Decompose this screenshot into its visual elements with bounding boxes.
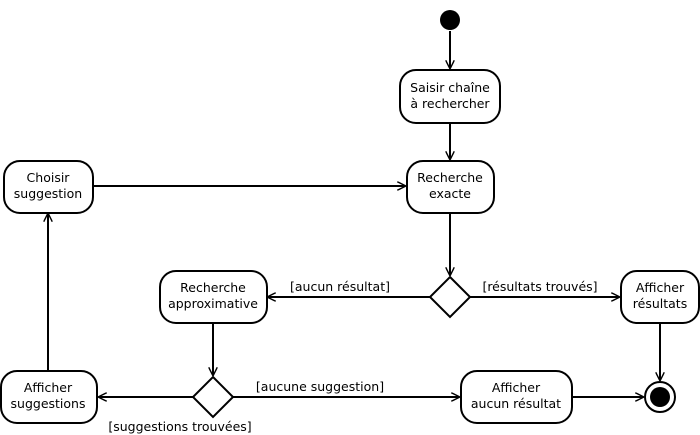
action-label-line: Afficher bbox=[492, 380, 541, 395]
action-label-line: Afficher bbox=[24, 380, 73, 395]
action-afficher-suggestions: Afficher suggestions bbox=[0, 370, 98, 424]
action-recherche-approximative: Recherche approximative bbox=[159, 270, 268, 324]
action-label-line: Recherche bbox=[417, 170, 483, 185]
action-choisir-suggestion: Choisir suggestion bbox=[3, 160, 94, 214]
action-label-line: Recherche bbox=[180, 280, 246, 295]
action-label-line: suggestions bbox=[11, 396, 86, 411]
decision-node-results bbox=[428, 275, 472, 319]
action-afficher-resultats: Afficher résultats bbox=[620, 270, 700, 324]
guard-label-suggestions-trouvees: [suggestions trouvées] bbox=[108, 419, 251, 434]
edges bbox=[48, 31, 660, 397]
action-label-line: approximative bbox=[168, 296, 258, 311]
action-saisir-chaine: Saisir chaîne à rechercher bbox=[399, 69, 501, 124]
action-label-line: résultats bbox=[633, 296, 687, 311]
final-node bbox=[644, 381, 676, 413]
action-label-line: exacte bbox=[429, 186, 471, 201]
action-label-line: Saisir chaîne bbox=[410, 80, 490, 95]
action-recherche-exacte: Recherche exacte bbox=[406, 160, 495, 214]
action-label-line: suggestion bbox=[14, 186, 82, 201]
initial-node bbox=[440, 10, 460, 30]
decision-node-suggestions bbox=[191, 375, 235, 419]
guard-label-aucune-suggestion: [aucune suggestion] bbox=[256, 379, 384, 394]
action-label-line: aucun résultat bbox=[471, 396, 561, 411]
action-label-line: à rechercher bbox=[410, 96, 490, 111]
action-label-line: Choisir bbox=[27, 170, 71, 185]
action-label-line: Afficher bbox=[636, 280, 685, 295]
guard-label-aucun-resultat: [aucun résultat] bbox=[290, 279, 390, 294]
action-afficher-aucun-resultat: Afficher aucun résultat bbox=[460, 370, 573, 424]
guard-label-resultats-trouves: [résultats trouvés] bbox=[482, 279, 597, 294]
